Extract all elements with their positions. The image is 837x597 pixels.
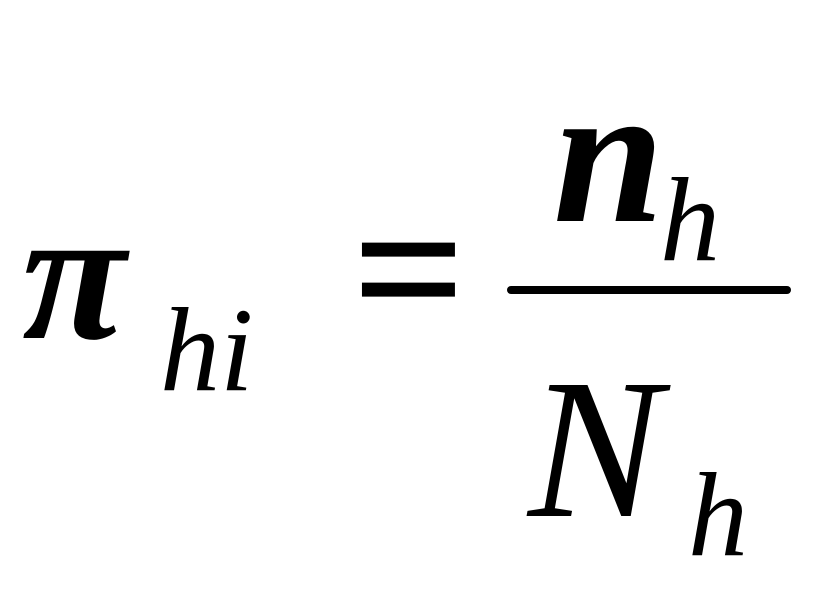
equals-sign: = xyxy=(352,159,466,380)
numerator: n xyxy=(553,44,665,265)
fraction-bar xyxy=(507,286,791,294)
denominator-subscript: h xyxy=(688,448,748,581)
numerator-subscript: h xyxy=(660,153,720,286)
pi-symbol: π xyxy=(22,170,126,380)
denominator: N xyxy=(528,339,662,560)
lhs-subscript: hi xyxy=(160,283,254,416)
